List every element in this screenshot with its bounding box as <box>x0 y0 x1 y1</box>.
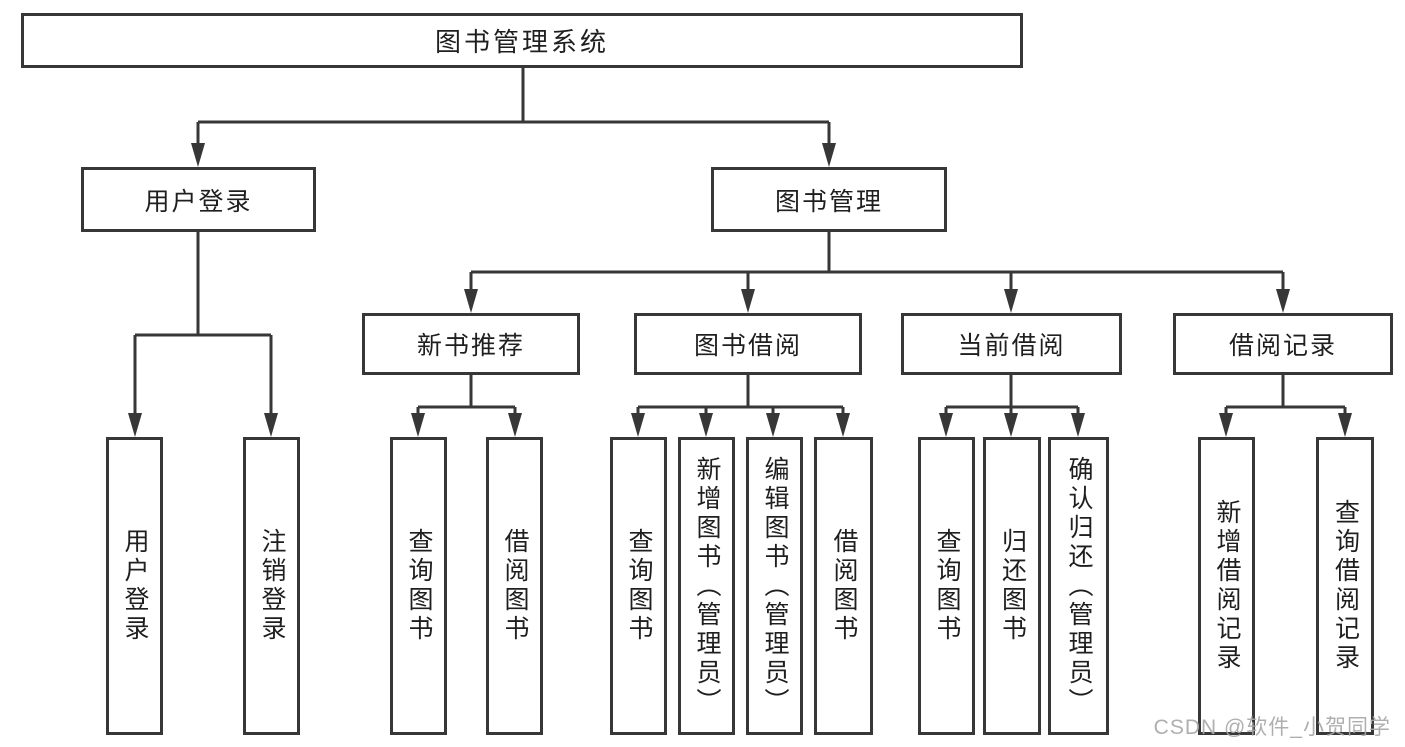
leaf-borrow-books: 借阅图书 <box>814 437 873 735</box>
node-label: 查询图书 <box>405 528 433 644</box>
node-label: 借阅图书 <box>830 528 858 644</box>
arrowhead <box>766 413 780 437</box>
arrowhead <box>836 413 850 437</box>
arrowhead <box>464 289 478 313</box>
node-label: 确认归还（管理员） <box>1065 455 1093 717</box>
leaf-recommend-borrow-books: 借阅图书 <box>486 437 543 735</box>
node-label: 注销登录 <box>258 528 286 644</box>
arrowhead <box>1004 289 1018 313</box>
connector-user-login-children <box>133 232 273 418</box>
node-root-system: 图书管理系统 <box>21 13 1023 68</box>
arrowheads-level3 <box>464 289 1290 313</box>
leaf-edit-books-admin: 编辑图书（管理员） <box>746 437 803 735</box>
leaf-borrow-query-books: 查询图书 <box>610 437 667 735</box>
node-current-borrow: 当前借阅 <box>901 313 1122 375</box>
arrowheads-borrow-records <box>1219 413 1352 437</box>
connector-book-management-children <box>469 232 1285 294</box>
node-label: 新增借阅记录 <box>1213 499 1241 673</box>
node-book-borrow: 图书借阅 <box>634 313 862 375</box>
arrowhead <box>1071 413 1085 437</box>
leaf-add-books-admin: 新增图书（管理员） <box>678 437 735 735</box>
node-label: 图书管理系统 <box>434 27 609 57</box>
node-label: 用户登录 <box>121 528 149 644</box>
node-label: 编辑图书（管理员） <box>761 455 789 717</box>
leaf-confirm-return-admin: 确认归还（管理员） <box>1048 437 1109 735</box>
node-label: 借阅图书 <box>501 528 529 644</box>
arrowhead <box>191 143 205 167</box>
arrowheads-new-book-recommend <box>411 413 522 437</box>
node-label: 当前借阅 <box>957 332 1066 360</box>
node-borrow-records: 借阅记录 <box>1173 313 1393 375</box>
node-user-login: 用户登录 <box>81 167 316 232</box>
arrowheads-book-borrow <box>631 413 850 437</box>
node-label: 新书推荐 <box>416 332 525 360</box>
node-label: 归还图书 <box>998 528 1027 644</box>
leaf-user-login: 用户登录 <box>106 437 163 735</box>
arrowheads-level2 <box>191 143 836 167</box>
node-label: 新增图书（管理员） <box>693 455 721 717</box>
node-label: 图书管理 <box>774 187 883 216</box>
leaf-logout: 注销登录 <box>243 437 300 735</box>
node-label: 查询借阅记录 <box>1331 499 1360 673</box>
arrowhead <box>411 413 425 437</box>
arrowhead <box>699 413 713 437</box>
arrowhead <box>1338 413 1352 437</box>
node-label: 查询图书 <box>933 528 961 644</box>
leaf-current-query-books: 查询图书 <box>918 437 975 735</box>
arrowhead <box>822 143 836 167</box>
arrowhead <box>741 289 755 313</box>
arrowhead <box>264 413 278 437</box>
arrowheads-current-borrow <box>939 413 1085 437</box>
node-label: 用户登录 <box>144 187 253 216</box>
node-label: 借阅记录 <box>1228 332 1337 360</box>
csdn-watermark: CSDN @软件_小贺同学 <box>1153 716 1391 739</box>
node-label: 查询图书 <box>625 528 653 644</box>
arrowhead <box>1276 289 1290 313</box>
leaf-return-books: 归还图书 <box>983 437 1041 735</box>
node-book-management: 图书管理 <box>711 167 947 232</box>
arrowhead <box>1219 413 1233 437</box>
leaf-recommend-query-books: 查询图书 <box>390 437 447 735</box>
connector-book-borrow-children <box>636 375 845 418</box>
connector-current-borrow-children <box>944 375 1080 418</box>
connector-borrow-records-children <box>1224 375 1347 418</box>
node-new-book-recommend: 新书推荐 <box>362 313 580 375</box>
arrowhead <box>1004 413 1018 437</box>
arrowhead <box>128 413 142 437</box>
node-label: 图书借阅 <box>693 332 802 360</box>
leaf-query-borrow-record: 查询借阅记录 <box>1316 437 1374 735</box>
connector-new-book-recommend-children <box>416 375 517 418</box>
arrowhead <box>631 413 645 437</box>
leaf-add-borrow-record: 新增借阅记录 <box>1198 437 1255 735</box>
connector-root-to-level2 <box>196 68 831 148</box>
arrowheads-user-login <box>128 413 278 437</box>
arrowhead <box>508 413 522 437</box>
arrowhead <box>939 413 953 437</box>
